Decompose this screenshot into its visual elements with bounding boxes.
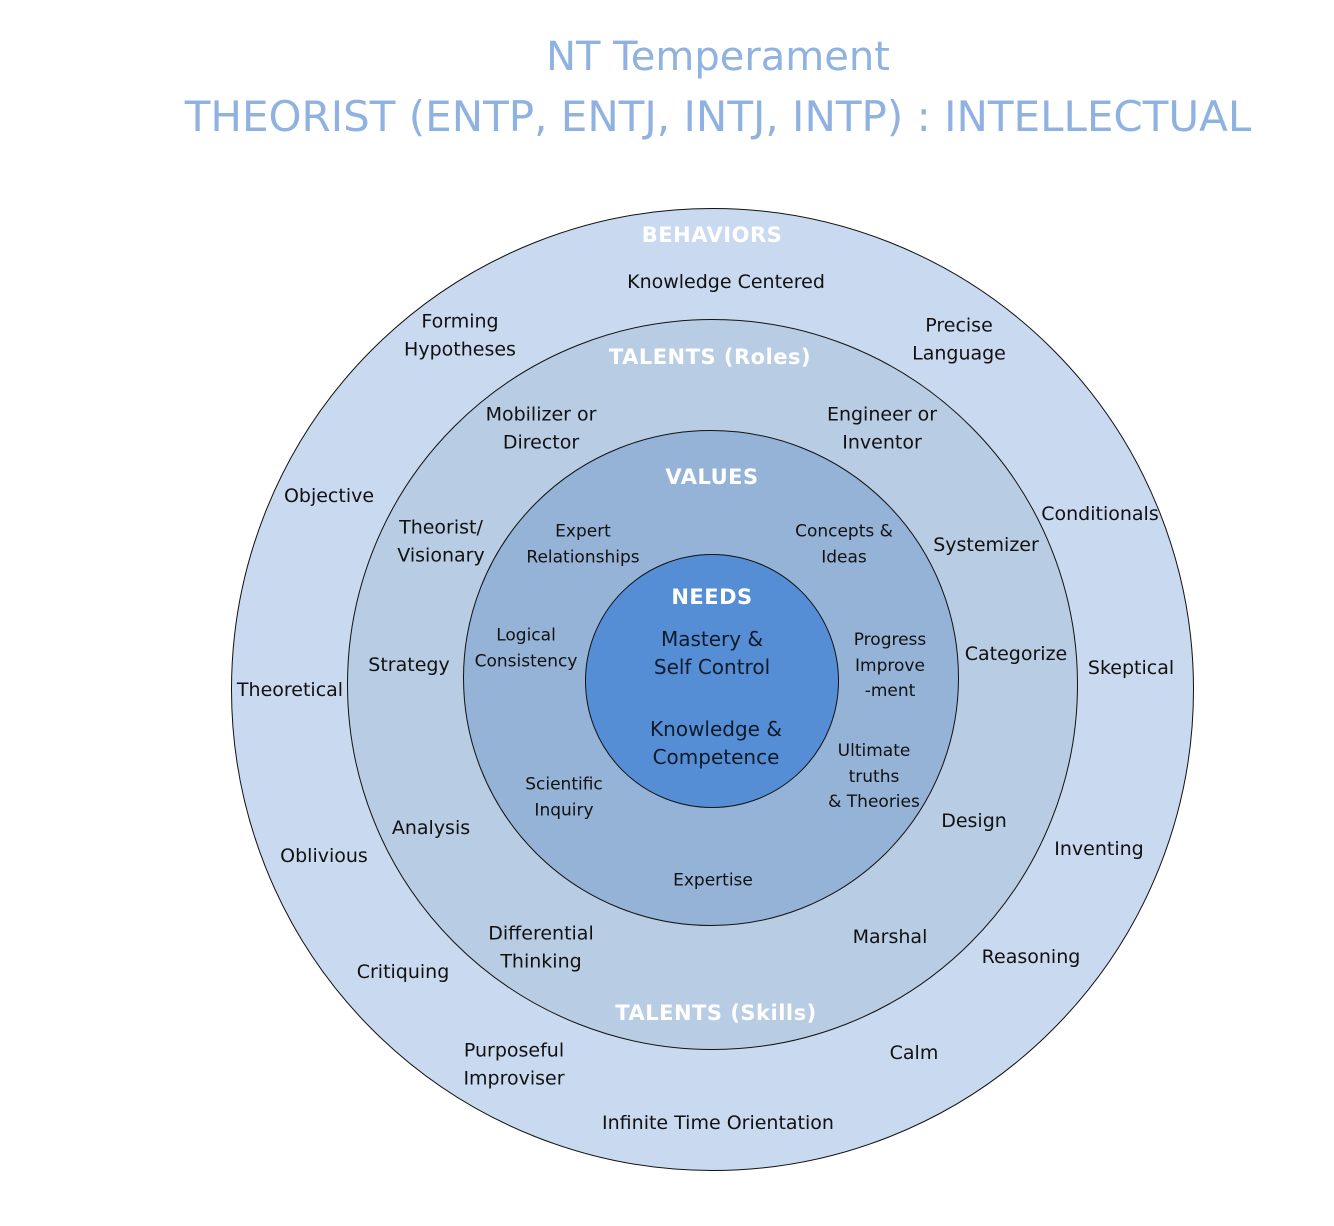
talent-label: Engineer or Inventor bbox=[826, 403, 938, 453]
talent-label: Categorize bbox=[964, 643, 1068, 666]
value-label: Logical Consistency bbox=[474, 625, 578, 672]
behavior-label: Precise Language bbox=[912, 314, 1006, 364]
behavior-label: Conditionals bbox=[1041, 503, 1159, 526]
behavior-label: Skeptical bbox=[1087, 657, 1175, 680]
need-label: Knowledge & Competence bbox=[650, 717, 782, 769]
behavior-label: Calm bbox=[889, 1042, 939, 1065]
value-label: Concepts & Ideas bbox=[795, 521, 893, 568]
talent-label: Theorist/ Visionary bbox=[397, 516, 485, 566]
behaviors-heading: BEHAVIORS bbox=[641, 222, 783, 247]
need-label: Mastery & Self Control bbox=[653, 627, 771, 679]
behavior-label: Infinite Time Orientation bbox=[602, 1112, 834, 1135]
talent-label: Analysis bbox=[391, 817, 471, 840]
needs-heading: NEEDS bbox=[671, 584, 753, 609]
behavior-label: Purposeful Improviser bbox=[463, 1039, 565, 1089]
talents-roles-heading: TALENTS (Roles) bbox=[608, 344, 812, 369]
behavior-label: Theoretical bbox=[236, 679, 344, 702]
values-heading: VALUES bbox=[665, 464, 759, 489]
value-label: Expertise bbox=[673, 870, 753, 891]
talent-label: Design bbox=[941, 810, 1007, 833]
talent-label: Systemizer bbox=[933, 534, 1039, 557]
value-label: Ultimate truths & Theories bbox=[828, 740, 920, 812]
value-label: Progress Improve -ment bbox=[853, 629, 927, 701]
talent-label: Differential Thinking bbox=[488, 922, 594, 972]
talent-label: Marshal bbox=[852, 926, 928, 949]
page-subtitle: THEORIST (ENTP, ENTJ, INTJ, INTP) : INTE… bbox=[184, 92, 1252, 141]
page-title: NT Temperament bbox=[546, 34, 890, 80]
behavior-label: Forming Hypotheses bbox=[404, 310, 516, 360]
behavior-label: Knowledge Centered bbox=[627, 271, 825, 294]
behavior-label: Inventing bbox=[1054, 838, 1144, 861]
talent-label: Mobilizer or Director bbox=[485, 403, 597, 453]
behavior-label: Critiquing bbox=[356, 961, 450, 984]
talent-label: Strategy bbox=[368, 654, 450, 677]
behavior-label: Oblivious bbox=[280, 845, 368, 868]
talents-skills-heading: TALENTS (Skills) bbox=[615, 1000, 817, 1025]
value-label: Scientific Inquiry bbox=[525, 774, 603, 821]
behavior-label: Reasoning bbox=[981, 946, 1081, 969]
needs-ring bbox=[585, 554, 839, 808]
value-label: Expert Relationships bbox=[526, 521, 640, 568]
behavior-label: Objective bbox=[283, 485, 375, 508]
